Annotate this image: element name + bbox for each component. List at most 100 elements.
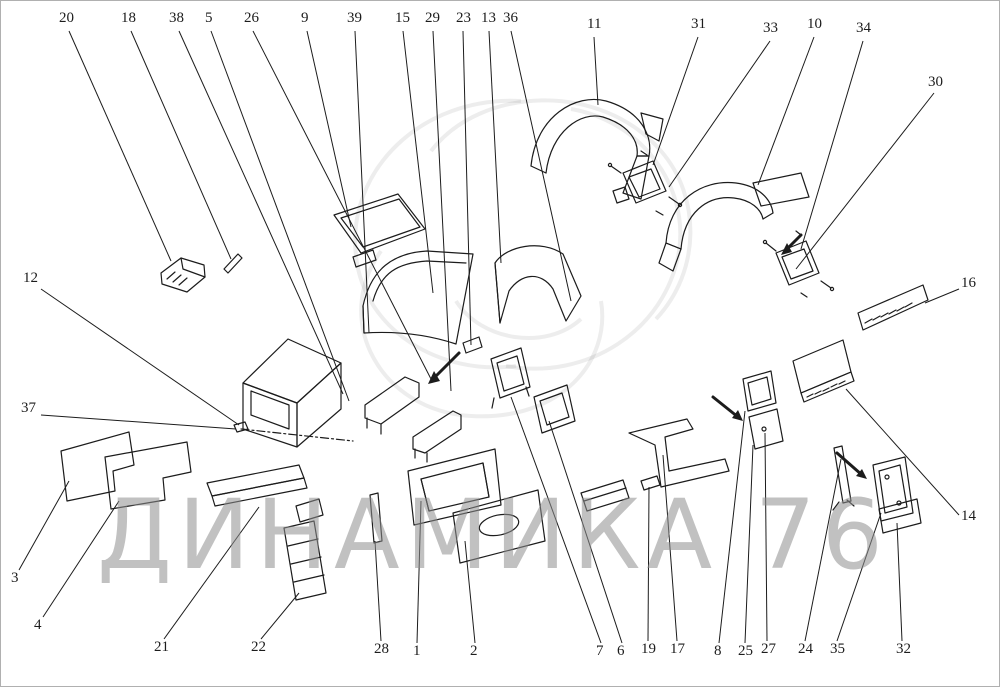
part-panel-2 (452, 489, 546, 564)
part-number-34: 34 (856, 20, 871, 36)
part-strip-28 (369, 492, 383, 544)
leader-line-19 (647, 486, 650, 642)
part-number-28: 28 (374, 641, 389, 657)
leader-line-3 (18, 480, 70, 571)
part-fender-13 (494, 245, 582, 324)
leader-line-27 (764, 432, 768, 642)
leader-line-30 (795, 92, 935, 270)
part-number-3: 3 (11, 570, 19, 586)
leader-line-1 (416, 500, 422, 644)
leader-line-33 (668, 40, 771, 188)
part-panel-21 (206, 464, 324, 523)
part-number-7: 7 (596, 643, 604, 659)
leader-line-39 (354, 30, 370, 334)
part-fender-11 (530, 98, 664, 200)
leader-line-9 (306, 30, 352, 228)
part-number-20: 20 (59, 10, 74, 26)
leader-line-14 (845, 388, 960, 516)
part-number-37: 37 (21, 400, 36, 416)
part-number-2: 2 (470, 643, 478, 659)
part-number-12: 12 (23, 270, 38, 286)
part-number-27: 27 (761, 641, 776, 657)
part-number-19: 19 (641, 641, 656, 657)
leader-line-8 (718, 410, 746, 644)
part-number-36: 36 (503, 10, 518, 26)
leader-line-18 (130, 30, 232, 260)
part-bracket-7 (490, 347, 531, 409)
part-number-17: 17 (670, 641, 685, 657)
part-support-17 (628, 418, 730, 488)
part-hood-15 (362, 250, 474, 345)
leader-line-13 (488, 30, 502, 264)
part-clip-23 (462, 336, 483, 354)
leader-line-23 (462, 30, 472, 346)
part-number-16: 16 (961, 275, 976, 291)
part-frame-5-29 (364, 376, 462, 463)
part-number-22: 22 (251, 639, 266, 655)
part-number-39: 39 (347, 10, 362, 26)
leader-line-26 (252, 30, 432, 380)
leader-line-12 (40, 288, 240, 426)
leader-line-7 (510, 396, 602, 644)
part-number-15: 15 (395, 10, 410, 26)
leader-line-20 (68, 30, 172, 262)
part-number-33: 33 (763, 20, 778, 36)
part-number-4: 4 (34, 617, 42, 633)
part-panel-16 (857, 284, 929, 331)
part-hardware-34-30 (762, 230, 835, 298)
part-number-8: 8 (714, 643, 722, 659)
part-hardware-31-33 (607, 150, 683, 216)
part-number-18: 18 (121, 10, 136, 26)
part-panel-9 (333, 193, 426, 268)
leader-line-36 (510, 30, 572, 302)
part-number-5: 5 (205, 10, 213, 26)
leader-line-5 (210, 30, 350, 402)
part-number-29: 29 (425, 10, 440, 26)
leader-line-25 (744, 444, 754, 644)
leader-line-37 (40, 414, 237, 430)
leader-line-11 (593, 36, 599, 106)
part-cab-12 (240, 338, 354, 448)
part-number-25: 25 (738, 643, 753, 659)
leader-line-16 (924, 288, 960, 304)
part-number-35: 35 (830, 641, 845, 657)
part-bracket-6 (533, 384, 576, 434)
part-number-1: 1 (413, 643, 421, 659)
leader-line-17 (662, 454, 678, 642)
part-number-30: 30 (928, 74, 943, 90)
part-bracket-37 (233, 421, 249, 433)
part-number-11: 11 (587, 16, 602, 32)
leader-line-4 (42, 500, 120, 618)
part-ladder-22 (283, 520, 327, 601)
leader-line-6 (548, 420, 623, 644)
part-number-6: 6 (617, 643, 625, 659)
leader-line-31 (652, 36, 699, 166)
leader-line-21 (163, 506, 260, 640)
part-panel-4 (104, 441, 192, 510)
part-number-32: 32 (896, 641, 911, 657)
part-bracket-20 (160, 257, 206, 293)
part-number-13: 13 (481, 10, 496, 26)
part-shapes (60, 98, 929, 601)
leader-line-28 (374, 540, 382, 642)
leader-line-2 (464, 540, 476, 644)
part-number-38: 38 (169, 10, 184, 26)
part-panel-1 (407, 448, 502, 526)
part-number-23: 23 (456, 10, 471, 26)
leader-lines (18, 30, 960, 644)
leader-line-29 (432, 30, 452, 392)
leader-line-34 (800, 40, 864, 250)
part-number-10: 10 (807, 16, 822, 32)
leader-line-22 (260, 592, 300, 640)
leader-line-15 (402, 30, 434, 294)
leader-line-35 (836, 512, 882, 642)
leader-line-32 (896, 522, 903, 642)
part-hardware-24-35-32 (832, 445, 922, 534)
leader-line-38 (178, 30, 344, 395)
part-panel-3 (60, 431, 135, 502)
leader-line-24 (804, 458, 842, 642)
leader-line-10 (757, 36, 815, 186)
part-number-21: 21 (154, 639, 169, 655)
